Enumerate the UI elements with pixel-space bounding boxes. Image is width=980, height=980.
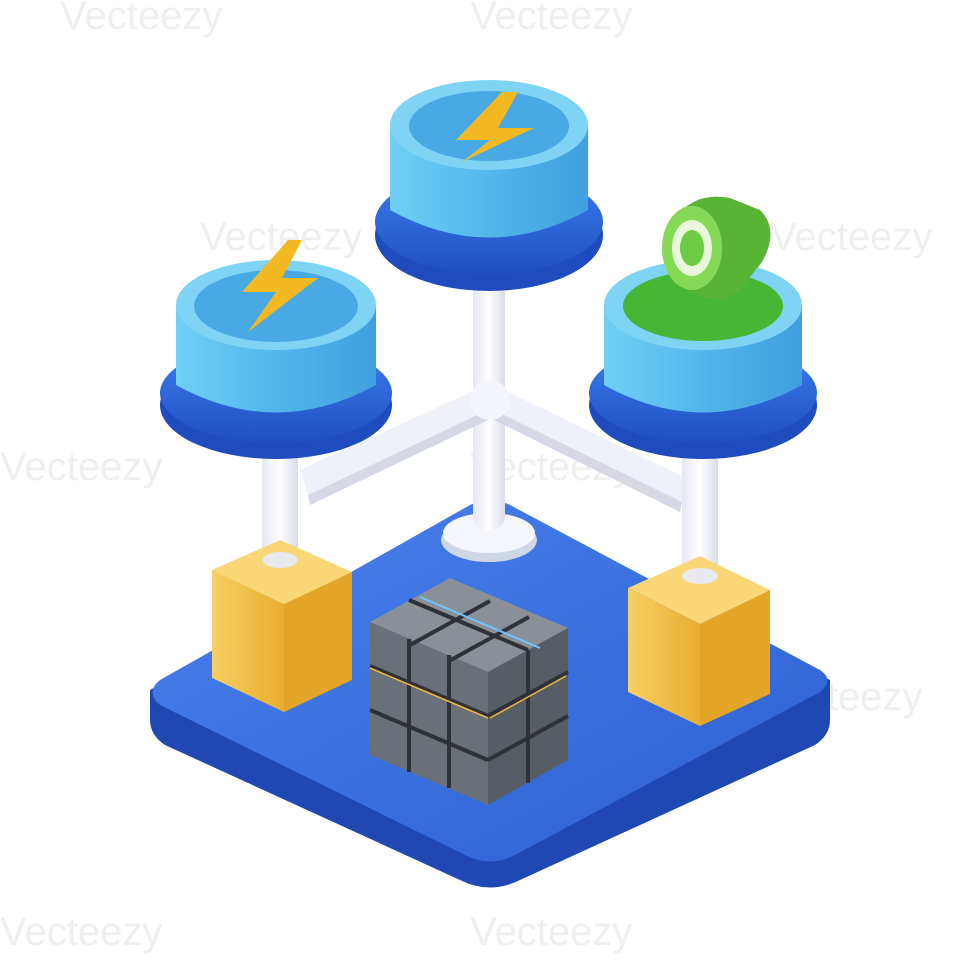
energy-cup-left-icon <box>160 240 392 459</box>
energy-cup-center-icon <box>375 80 603 291</box>
yellow-support-block <box>628 556 770 726</box>
center-stand-base <box>441 513 537 562</box>
rubik-cube-icon <box>369 578 569 805</box>
toggle-switch-icon <box>662 196 771 299</box>
yellow-support-block <box>212 540 352 712</box>
lightning-bolt-icon <box>456 92 534 162</box>
switch-cup-right-icon <box>589 196 817 459</box>
lightning-bolt-icon <box>242 240 318 332</box>
